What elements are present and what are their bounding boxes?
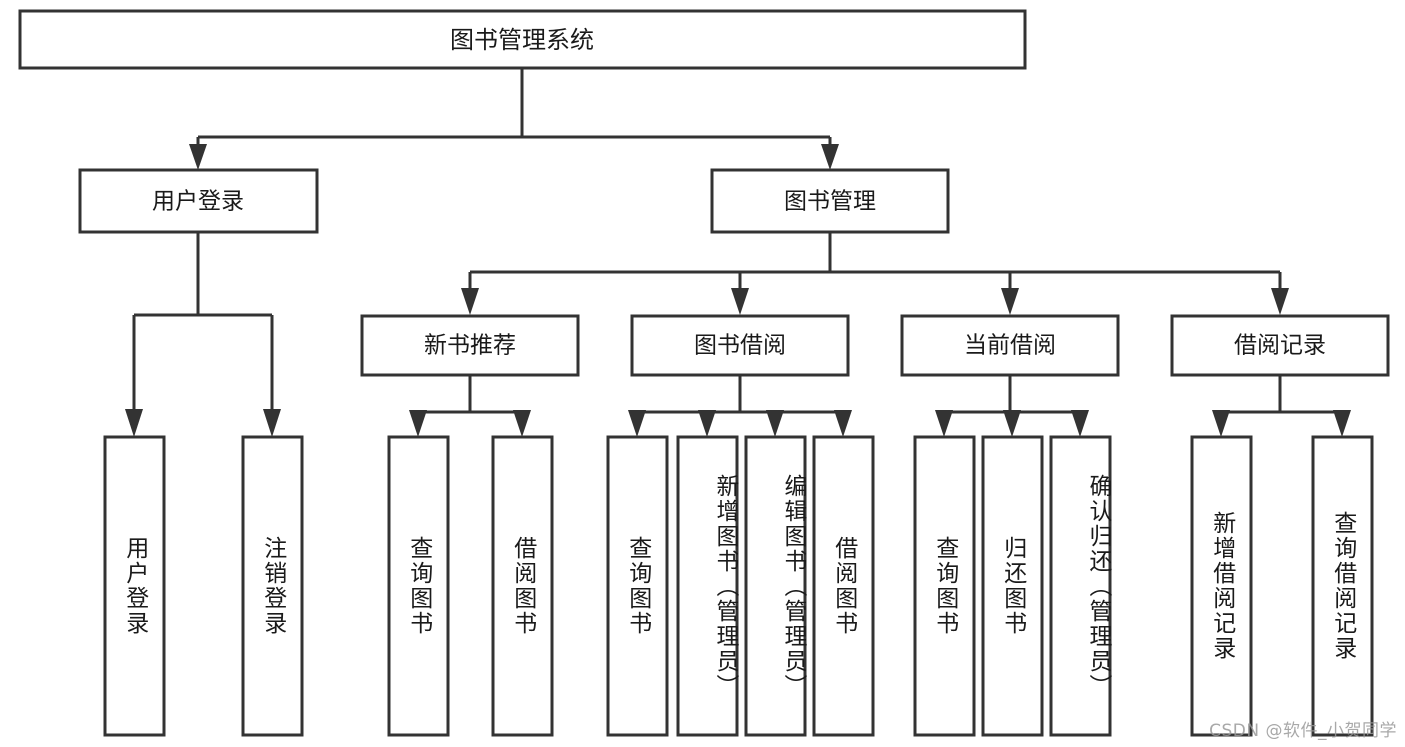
node-book-borrow-label: 图书借阅: [694, 333, 786, 359]
node-leaf-logout-login-rect[interactable]: [241, 435, 304, 737]
arrowhead-leaf-query-book-3: [935, 410, 953, 437]
node-current-borrow-rect[interactable]: [900, 314, 1120, 377]
arrowhead-leaf-return-book: [1003, 410, 1021, 437]
arrowhead-leaf-query-book-2: [628, 410, 646, 437]
arrowhead-current-borrow: [1001, 288, 1019, 315]
arrowhead-book-management: [821, 144, 839, 170]
edge-layer: [125, 68, 1351, 437]
arrowhead-leaf-borrow-book-2: [834, 410, 852, 437]
arrowhead-leaf-query-record: [1333, 410, 1351, 437]
node-title[interactable]: 图书管理系统: [18, 9, 1027, 70]
arrowhead-new-book-recommend: [461, 288, 479, 315]
node-leaf-add-book-rect[interactable]: [676, 435, 739, 737]
arrowhead-leaf-logout-login: [263, 409, 281, 437]
arrowhead-leaf-add-record: [1212, 410, 1230, 437]
node-title-label: 图书管理系统: [450, 26, 594, 54]
arrowhead-leaf-edit-book: [766, 410, 784, 437]
csdn-watermark: CSDN @软件_小贺同学: [1209, 721, 1397, 741]
node-book-borrow[interactable]: 图书借阅: [630, 314, 850, 377]
node-leaf-borrow-book-2-rect[interactable]: [812, 435, 875, 737]
arrowhead-book-borrow: [731, 288, 749, 315]
arrowhead-user-login: [189, 144, 207, 170]
node-borrow-record[interactable]: 借阅记录: [1170, 314, 1390, 377]
arrowhead-leaf-add-book: [698, 410, 716, 437]
node-book-management[interactable]: 图书管理: [710, 168, 950, 234]
node-leaf-user-login-rect[interactable]: [103, 435, 166, 737]
node-user-login-rect[interactable]: [78, 168, 319, 234]
node-title-rect[interactable]: [18, 9, 1027, 70]
arrowhead-leaf-user-login: [125, 409, 143, 437]
node-book-management-label: 图书管理: [784, 189, 876, 215]
node-user-login[interactable]: 用户登录: [78, 168, 319, 234]
node-book-borrow-rect[interactable]: [630, 314, 850, 377]
node-borrow-record-label: 借阅记录: [1234, 333, 1326, 359]
arrowhead-borrow-record: [1271, 288, 1289, 315]
node-borrow-record-rect[interactable]: [1170, 314, 1390, 377]
node-leaf-query-book-2-rect[interactable]: [606, 435, 669, 737]
arrowhead-leaf-borrow-book-1: [513, 410, 531, 437]
node-leaf-return-book-rect[interactable]: [981, 435, 1044, 737]
arrowhead-leaf-confirm-return: [1071, 410, 1089, 437]
node-leaf-query-record-rect[interactable]: [1311, 435, 1374, 737]
node-new-book-recommend[interactable]: 新书推荐: [360, 314, 580, 377]
node-leaf-query-book-1-rect[interactable]: [387, 435, 450, 737]
node-leaf-borrow-book-1-rect[interactable]: [491, 435, 554, 737]
node-current-borrow[interactable]: 当前借阅: [900, 314, 1120, 377]
leaf-box-layer: [103, 435, 1374, 737]
arrowhead-leaf-query-book-1: [409, 410, 427, 437]
node-current-borrow-label: 当前借阅: [964, 333, 1056, 359]
node-leaf-confirm-return-rect[interactable]: [1049, 435, 1112, 737]
node-new-book-recommend-label: 新书推荐: [424, 333, 516, 359]
node-leaf-add-record-rect[interactable]: [1190, 435, 1253, 737]
node-user-login-label: 用户登录: [152, 189, 244, 215]
node-book-management-rect[interactable]: [710, 168, 950, 234]
node-leaf-edit-book-rect[interactable]: [744, 435, 807, 737]
node-leaf-query-book-3-rect[interactable]: [913, 435, 976, 737]
node-new-book-recommend-rect[interactable]: [360, 314, 580, 377]
